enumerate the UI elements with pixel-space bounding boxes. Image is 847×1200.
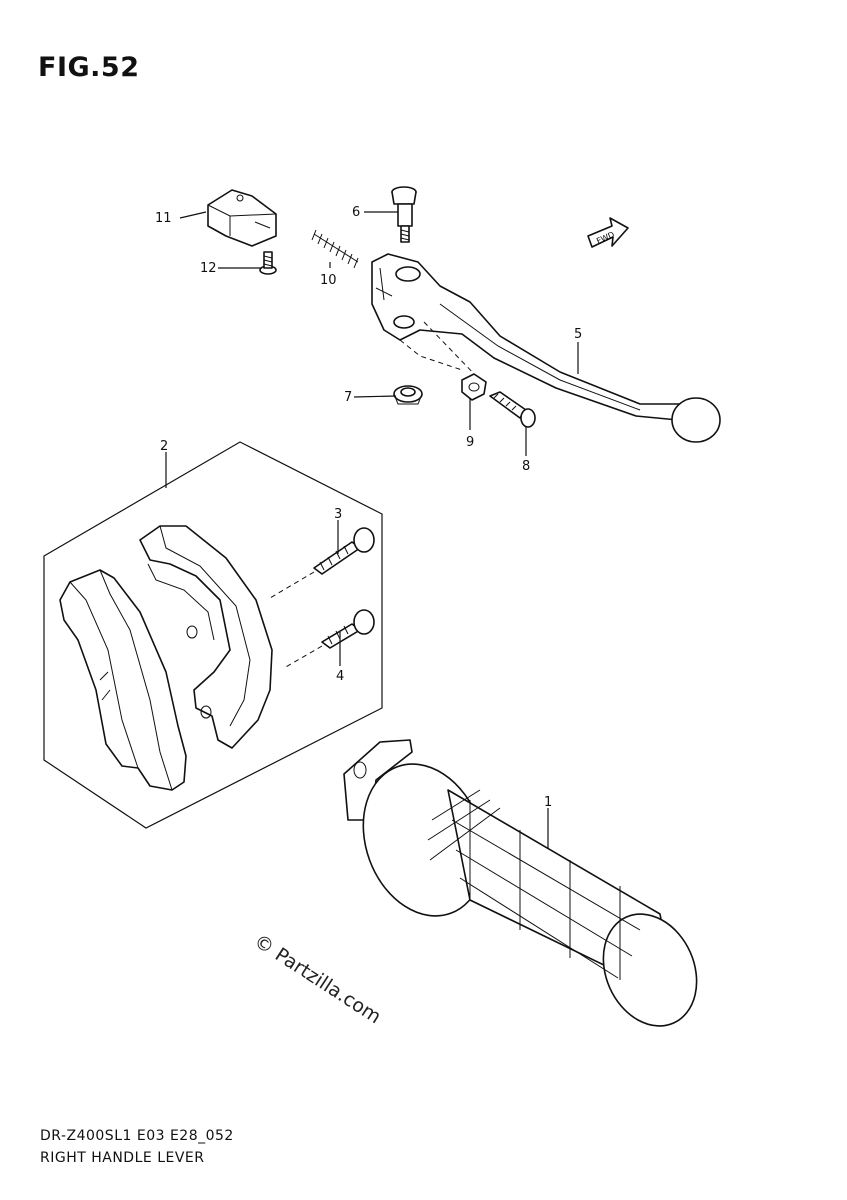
switch-part — [207, 189, 277, 247]
grip-part — [343, 739, 698, 1027]
callout-7: 7 — [344, 390, 352, 405]
callout-4: 4 — [336, 669, 344, 684]
callout-6: 6 — [352, 205, 360, 220]
holder-lower-part — [59, 569, 187, 791]
diagram-name: RIGHT HANDLE LEVER — [40, 1150, 205, 1166]
callout-11: 11 — [155, 211, 172, 226]
fwd-arrow-icon — [587, 217, 629, 248]
holder-set-box — [43, 441, 383, 829]
callout-5: 5 — [574, 327, 582, 342]
callout-8: 8 — [522, 459, 530, 474]
rubber-cap-part — [393, 385, 423, 405]
callout-9: 9 — [466, 435, 474, 450]
pivot-bolt-part — [391, 186, 417, 243]
bolt-3-part — [313, 527, 375, 575]
callout-1: 1 — [544, 795, 552, 810]
callout-12: 12 — [200, 261, 217, 276]
holder-upper-part — [139, 525, 273, 749]
spring-part — [311, 229, 359, 269]
nut-part — [461, 373, 487, 401]
lever-part — [371, 253, 721, 443]
adjuster-bolt-part — [489, 391, 536, 428]
model-code: DR-Z400SL1 E03 E28_052 — [40, 1128, 234, 1144]
callout-10: 10 — [320, 273, 337, 288]
figure-title: FIG.52 — [38, 52, 140, 83]
screw-part — [259, 251, 277, 275]
callout-3: 3 — [334, 507, 342, 522]
bolt-4-part — [321, 609, 375, 649]
callout-2: 2 — [160, 439, 168, 454]
